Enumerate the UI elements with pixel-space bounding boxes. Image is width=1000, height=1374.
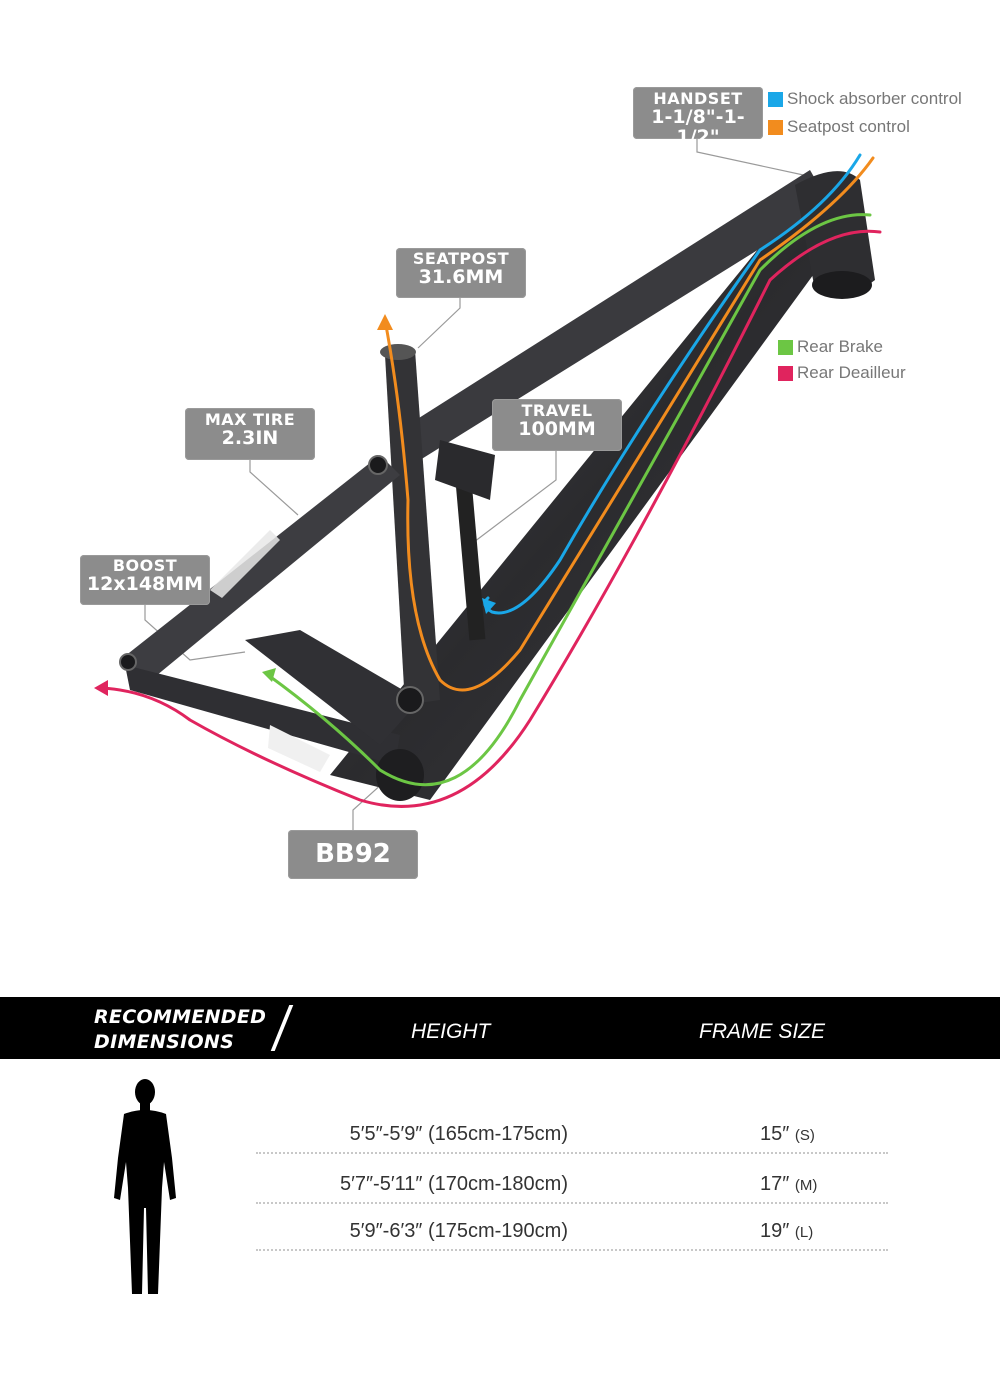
rear-derailleur-swatch — [778, 365, 793, 381]
frame-inches: 15″ — [760, 1123, 790, 1145]
size-row: 5′9″-6′3″ (175cm-190cm) 19″ (L) — [256, 1203, 888, 1251]
bike-frame-illustration — [94, 136, 882, 830]
bb-value: BB92 — [315, 839, 391, 869]
legend-seatpost-label: Seatpost control — [787, 117, 910, 136]
size-row: 5′7″-5′11″ (170cm-180cm) 17″ (M) — [256, 1156, 888, 1204]
title-line-2: DIMENSIONS — [94, 1031, 235, 1053]
max-tire-value: 2.3IN — [221, 426, 279, 449]
frame-size-value: 17″ (M) — [760, 1173, 817, 1196]
title-line-1: RECOMMENDED — [94, 1006, 267, 1028]
seatpost-label: SEATPOST — [412, 249, 510, 268]
person-silhouette-icon — [114, 1079, 176, 1294]
boost-label: BOOST — [112, 556, 178, 575]
legend-shock: Shock absorber control — [768, 89, 962, 109]
frame-size-value: 19″ (L) — [760, 1220, 813, 1243]
divider-slash — [270, 1005, 294, 1051]
height-range: 5′5″-5′9″ (165cm-175cm) — [349, 1123, 568, 1145]
height-range: 5′9″-6′3″ (175cm-190cm) — [349, 1220, 568, 1242]
legend-rear-derailleur-label: Rear Deailleur — [797, 363, 906, 382]
travel-label: TRAVEL — [521, 401, 593, 420]
frame-inches: 19″ — [760, 1220, 790, 1242]
handset-value: 1-1/8"-1-1/2" — [651, 105, 745, 148]
boost-callout: BOOST 12x148MM — [80, 555, 210, 605]
boost-value: 12x148MM — [86, 572, 204, 595]
size-row: 5′5″-5′9″ (165cm-175cm) 15″ (S) — [256, 1106, 888, 1154]
frame-size-header: FRAME SIZE — [699, 1020, 826, 1043]
frame-letter: (L) — [794, 1224, 814, 1241]
max-tire-callout: MAX TIRE 2.3IN — [185, 408, 315, 460]
handset-label: HANDSET — [653, 89, 743, 108]
recommended-dimensions-title: RECOMMENDED DIMENSIONS — [94, 1005, 266, 1055]
frame-size-value: 15″ (S) — [760, 1123, 815, 1146]
travel-value: 100MM — [518, 417, 596, 440]
frame-letter: (M) — [794, 1177, 818, 1194]
legend-rear-brake-label: Rear Brake — [797, 337, 883, 356]
frame-inches: 17″ — [760, 1173, 790, 1195]
seatpost-value: 31.6MM — [418, 265, 504, 288]
bb-callout: BB92 — [288, 830, 418, 879]
dimensions-header-bar: RECOMMENDED DIMENSIONS HEIGHT FRAME SIZE — [0, 997, 1000, 1059]
handset-callout: HANDSET 1-1/8"-1-1/2" — [633, 87, 763, 147]
legend-rear-brake: Rear Brake — [778, 337, 883, 357]
legend-shock-label: Shock absorber control — [787, 89, 962, 108]
height-header: HEIGHT — [411, 1020, 491, 1043]
shock-swatch — [768, 91, 783, 107]
seatpost-swatch — [768, 119, 783, 135]
frame-letter: (S) — [794, 1127, 815, 1144]
travel-callout: TRAVEL 100MM — [492, 399, 622, 451]
legend-seatpost: Seatpost control — [768, 117, 910, 137]
rear-brake-swatch — [778, 339, 793, 355]
seatpost-callout: SEATPOST 31.6MM — [396, 248, 526, 298]
max-tire-label: MAX TIRE — [204, 410, 296, 429]
legend-rear-derailleur: Rear Deailleur — [778, 363, 906, 383]
height-range: 5′7″-5′11″ (170cm-180cm) — [339, 1173, 568, 1195]
